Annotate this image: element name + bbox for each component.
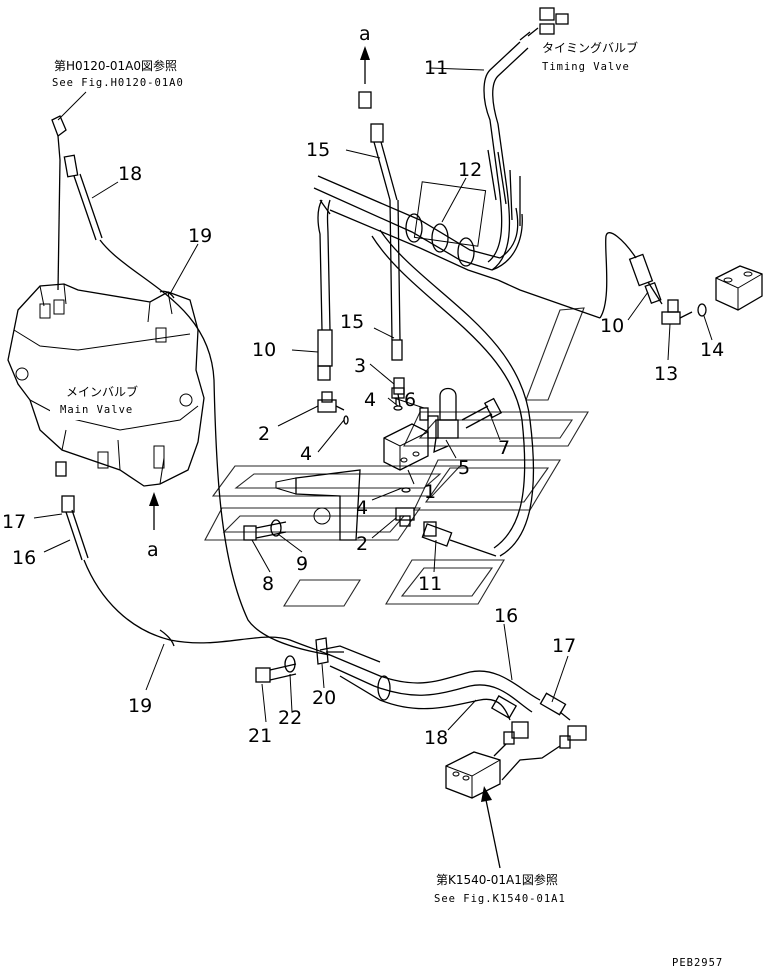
part-label-15-mid: 15 (340, 311, 364, 333)
hose-bundle-bottom (319, 645, 571, 721)
o-ring-6-upper (393, 405, 403, 411)
ref-bottom-en: See Fig.K1540-01A1 (434, 893, 566, 905)
part-label-19-top: 19 (188, 225, 212, 247)
hose-10-left (317, 199, 333, 381)
bolt-21 (255, 663, 297, 683)
part-label-14: 14 (700, 339, 724, 361)
part-label-16-right: 16 (494, 605, 518, 627)
o-ring-4-upper (343, 415, 349, 425)
part-label-12: 12 (458, 159, 482, 181)
elbow-2-upper (317, 391, 345, 413)
elbow-13 (661, 299, 693, 325)
part-label-11-lower: 11 (418, 573, 442, 595)
part-label-3: 3 (354, 355, 366, 377)
direction-label-top: a (359, 23, 371, 45)
bolt-8 (243, 521, 287, 541)
clamp-20 (315, 637, 344, 665)
part-label-6: 6 (404, 389, 416, 411)
washer-9 (270, 519, 282, 537)
part-label-10-right: 10 (600, 315, 624, 337)
right-block (715, 265, 763, 311)
elbow-2-lower (395, 507, 415, 527)
timing-valve-label-jp: タイミングバルブ (542, 40, 638, 55)
part-label-1: 1 (424, 481, 436, 503)
part-label-13: 13 (654, 363, 678, 385)
part-label-19-bottom: 19 (128, 695, 152, 717)
part-label-7: 7 (498, 437, 510, 459)
main-valve (7, 283, 205, 487)
hose-11-lower (371, 229, 535, 557)
ref-top-left-jp: 第H0120-01A0図参照 (54, 58, 177, 73)
o-ring-4-lower (401, 487, 411, 493)
timing-valve-fitting (519, 7, 569, 41)
direction-label-bottom: a (147, 539, 159, 561)
part-label-22: 22 (278, 707, 302, 729)
ref-top-left-en: See Fig.H0120-01A0 (52, 77, 184, 89)
o-ring-14 (697, 303, 707, 317)
part-label-16-left: 16 (12, 547, 36, 569)
part-label-18-bottom: 18 (424, 727, 448, 749)
direction-arrow-bottom (149, 492, 159, 530)
part-label-18-top: 18 (118, 163, 142, 185)
part-label-4-upper: 4 (364, 389, 376, 411)
part-label-4-mid: 4 (300, 443, 312, 465)
part-label-21: 21 (248, 725, 272, 747)
part-label-17-right: 17 (552, 635, 576, 657)
hose-18-upper (51, 115, 331, 656)
bolt-11-lower (423, 521, 437, 537)
part-label-17-left: 17 (2, 511, 26, 533)
part-label-2-upper: 2 (258, 423, 270, 445)
solenoid-5 (419, 387, 459, 454)
hose-11-upper (483, 41, 529, 271)
part-label-8: 8 (262, 573, 274, 595)
valve-block-1 (383, 423, 429, 471)
timing-valve-label-en: Timing Valve (542, 61, 630, 73)
part-label-10-left: 10 (252, 339, 276, 361)
hose-bundle-12 (313, 175, 523, 281)
part-label-5: 5 (458, 457, 470, 479)
main-valve-label-jp: メインバルブ (66, 384, 138, 399)
bottom-fittings (493, 721, 587, 781)
part-label-2-lower: 2 (356, 533, 368, 555)
part-label-4-lower: 4 (356, 497, 368, 519)
direction-arrow-top (360, 46, 370, 84)
bolt-7 (461, 397, 503, 429)
part-label-20: 20 (312, 687, 336, 709)
part-label-9: 9 (296, 553, 308, 575)
bottom-block (445, 751, 501, 799)
reference-arrow-bottom (481, 786, 501, 869)
hose-16-left (55, 461, 331, 656)
watermark (204, 307, 589, 607)
hose-10-right (497, 232, 663, 319)
part-label-11-top: 11 (424, 57, 448, 79)
ref-bottom-jp: 第K1540-01A1図参照 (436, 872, 558, 887)
part-label-15-top: 15 (306, 139, 330, 161)
washer-22 (284, 655, 296, 673)
drawing-code: PEB2957 (672, 957, 723, 969)
leader-lines (33, 67, 713, 731)
bracket (275, 469, 361, 541)
main-valve-label-en: Main Valve (60, 404, 133, 416)
